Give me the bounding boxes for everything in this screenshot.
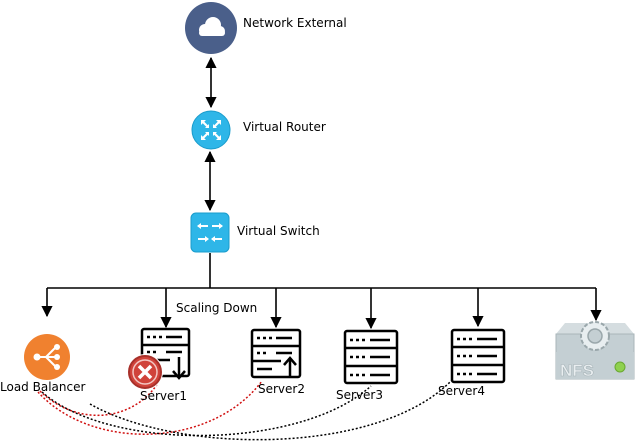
router-icon[interactable] — [191, 110, 231, 150]
server2-label: Server2 — [258, 382, 305, 396]
load-balancer-label: Load Balancer — [0, 380, 86, 394]
server-icon[interactable] — [343, 329, 399, 385]
load-balancer-icon[interactable] — [24, 334, 70, 380]
server4-label: Server4 — [438, 384, 485, 398]
server-scale-up-icon[interactable] — [250, 328, 302, 379]
network-external-label: Network External — [243, 16, 347, 30]
nfs-storage-icon[interactable]: NFS — [555, 321, 635, 380]
server-icon[interactable] — [450, 328, 506, 384]
lb-link-server3 — [41, 385, 372, 437]
switch-icon[interactable] — [190, 212, 230, 253]
lb-links — [37, 375, 453, 441]
cloud-icon[interactable] — [185, 2, 237, 54]
scaling-annotation: Scaling Down — [176, 301, 258, 315]
server1-label: Server1 — [140, 389, 187, 403]
lb-link-server4 — [89, 379, 453, 441]
switch-bus — [41, 253, 602, 330]
virtual-router-label: Virtual Router — [243, 120, 326, 134]
virtual-switch-label: Virtual Switch — [237, 224, 320, 238]
nfs-label: NFS — [560, 361, 594, 380]
server3-label: Server3 — [336, 388, 383, 402]
error-icon — [127, 354, 163, 390]
